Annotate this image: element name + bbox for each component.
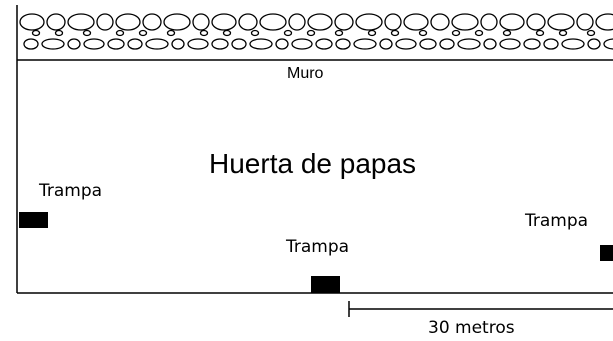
wall-stone <box>483 38 497 50</box>
stone-wall <box>19 13 613 50</box>
wall-stone <box>379 38 393 50</box>
wall-stone <box>543 38 559 50</box>
wall-stone <box>163 13 191 31</box>
wall-stone <box>107 38 125 50</box>
wall-stone <box>439 38 455 50</box>
wall-stone <box>587 38 601 50</box>
wall-stone <box>211 38 229 50</box>
wall-stone <box>115 13 141 31</box>
wall-stone <box>67 38 81 50</box>
wall-stone <box>67 13 95 31</box>
wall-stone <box>499 38 521 50</box>
wall-stone <box>595 13 613 31</box>
scale-bar <box>348 301 613 317</box>
wall-stone <box>259 13 287 31</box>
trap-label-right: Trampa <box>525 211 589 231</box>
wall-stone <box>390 29 400 37</box>
wall-stone <box>334 13 354 31</box>
wall-stone <box>353 38 377 50</box>
wall-stone <box>187 38 209 50</box>
trap-label-center: Trampa <box>286 237 350 257</box>
wall-stone <box>115 29 125 37</box>
wall-stone <box>138 29 148 37</box>
trap-left <box>19 212 48 228</box>
wall-stone <box>291 38 313 50</box>
wall-stone <box>142 13 162 31</box>
wall-stone <box>23 38 39 50</box>
wall-stone <box>457 38 481 50</box>
wall-stone <box>367 29 377 37</box>
wall-stone <box>523 38 541 50</box>
wall-stone <box>171 38 185 50</box>
wall-stone <box>166 29 176 37</box>
wall-stone <box>418 29 428 37</box>
wall-stone <box>19 13 45 31</box>
wall-stone <box>222 29 232 37</box>
field-title: Huerta de papas <box>209 148 417 179</box>
wall-stone <box>451 13 479 31</box>
wall-stone <box>451 29 461 37</box>
wall-stone <box>502 29 512 37</box>
wall-stone <box>127 38 143 50</box>
wall-stone <box>419 38 437 50</box>
trap-right <box>600 245 613 261</box>
wall-stone <box>83 38 105 50</box>
scale-label: 30 metros <box>428 318 515 338</box>
wall-stone <box>474 29 484 37</box>
wall-stone <box>576 13 594 31</box>
wall-stone <box>526 13 546 31</box>
wall-stone <box>238 13 258 31</box>
wall-stone <box>403 13 429 31</box>
wall-stone <box>82 29 92 37</box>
wall-stone <box>288 13 306 31</box>
wall-stone <box>355 13 383 31</box>
wall-stone <box>603 38 613 50</box>
wall-stone <box>250 29 260 37</box>
trap-label-left: Trampa <box>39 181 103 201</box>
wall-stone <box>395 38 417 50</box>
wall-stone <box>480 13 498 31</box>
wall-stone <box>535 29 545 37</box>
wall-stone <box>334 29 344 37</box>
wall-stone <box>307 13 333 31</box>
wall-stone <box>41 38 65 50</box>
wall-stone <box>145 38 169 50</box>
wall-stone <box>283 29 293 37</box>
wall-stone <box>192 13 210 31</box>
wall-stone <box>54 29 64 37</box>
wall-stone <box>315 38 333 50</box>
wall-stone <box>561 38 585 50</box>
wall-stone <box>249 38 273 50</box>
wall-stone <box>430 13 450 31</box>
wall-stone <box>199 29 209 37</box>
wall-stone <box>335 38 351 50</box>
wall-stone <box>31 29 41 37</box>
wall-stone <box>96 13 114 31</box>
wall-stone <box>547 13 575 31</box>
wall-stone <box>211 13 237 31</box>
wall-stone <box>384 13 402 31</box>
wall-stone <box>46 13 66 31</box>
wall-stone <box>306 29 316 37</box>
wall-label: Muro <box>287 65 324 82</box>
wall-stone <box>275 38 289 50</box>
wall-stone <box>499 13 525 31</box>
wall-stone <box>558 29 568 37</box>
trap-center <box>311 276 340 293</box>
wall-stone <box>586 29 596 37</box>
wall-stone <box>231 38 247 50</box>
